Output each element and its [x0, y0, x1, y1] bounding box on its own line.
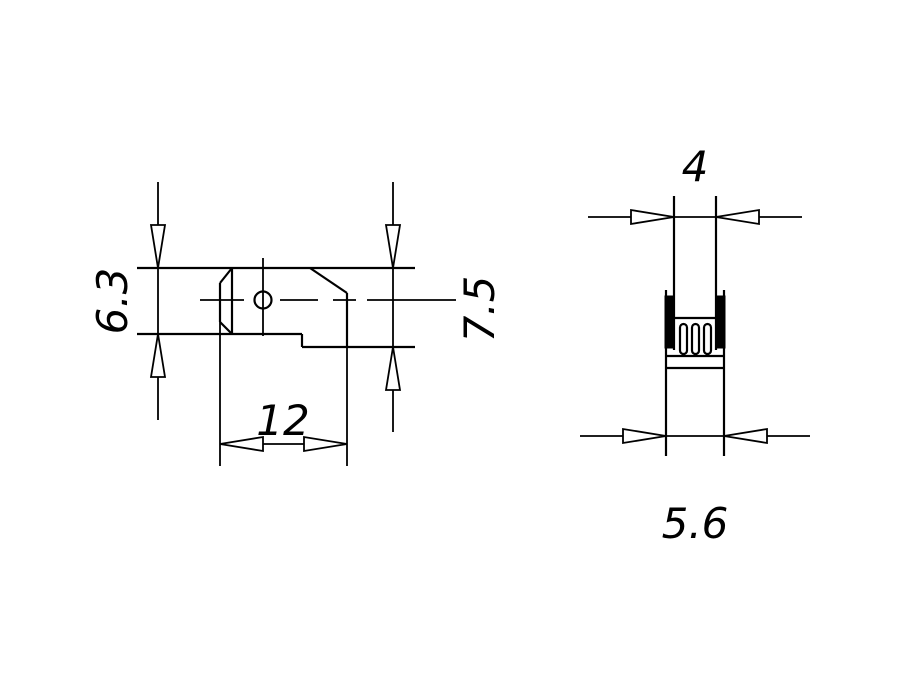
- dimension-width-bottom: 5.6: [580, 427, 810, 548]
- dimension-height-left: 6.3: [88, 182, 167, 420]
- crimp-wing-right: [716, 295, 726, 349]
- dim-label-4: 4: [682, 142, 709, 191]
- dim-label-12: 12: [256, 396, 309, 445]
- side-view: 6.3 7.5 12: [88, 182, 504, 466]
- dimension-length: 12: [219, 283, 348, 466]
- terminal-side-outline: [137, 266, 415, 349]
- center-line: [200, 258, 456, 336]
- hole-symbol: [253, 290, 273, 310]
- dim-arrow: [149, 333, 167, 378]
- dim-arrow: [303, 435, 348, 453]
- serration: [678, 322, 689, 356]
- dimension-height-right: 7.5: [384, 182, 504, 432]
- dim-label-7-5: 7.5: [455, 276, 504, 343]
- dim-arrow: [630, 208, 675, 226]
- end-view: 4 5.6: [580, 142, 810, 548]
- dim-label-6-3: 6.3: [88, 268, 137, 335]
- dim-label-5-6: 5.6: [662, 499, 729, 548]
- dim-arrow: [384, 224, 402, 269]
- dim-arrow: [723, 427, 768, 445]
- dim-arrow: [219, 435, 264, 453]
- dim-arrow: [384, 346, 402, 391]
- serrations: [678, 322, 713, 356]
- terminal-end-outline: [664, 196, 726, 456]
- serration: [702, 322, 713, 356]
- crimp-wing-left: [664, 295, 674, 349]
- dim-arrow: [149, 224, 167, 269]
- dim-arrow: [622, 427, 667, 445]
- dimension-width-top: 4: [588, 142, 802, 226]
- dim-arrow: [715, 208, 760, 226]
- serration: [690, 322, 701, 356]
